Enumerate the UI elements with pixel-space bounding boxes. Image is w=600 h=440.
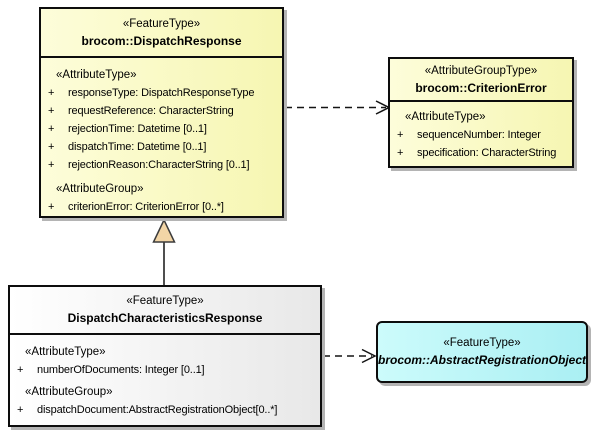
visibility-plus: + bbox=[397, 129, 404, 141]
visibility-plus: + bbox=[48, 159, 55, 171]
class-name: brocom::AbstractRegistrationObject bbox=[377, 353, 587, 367]
attribute-row: + numberOfDocuments: Integer [0..1] bbox=[15, 361, 318, 379]
visibility-plus: + bbox=[48, 123, 55, 135]
attribute-text: responseType: DispatchResponseType bbox=[68, 87, 255, 99]
class-header: «FeatureType» brocom::DispatchResponse bbox=[41, 9, 282, 58]
class-stereotype: «FeatureType» bbox=[126, 295, 204, 307]
attribute-text: sequenceNumber: Integer bbox=[417, 129, 541, 141]
attribute-section-heading: «AttributeType» bbox=[405, 111, 486, 123]
class-name: DispatchCharacteristicsResponse bbox=[67, 311, 263, 325]
attribute-row: + specification: CharacterString bbox=[395, 144, 570, 162]
attribute-row: + rejectionTime: Datetime [0..1] bbox=[46, 120, 280, 138]
visibility-plus: + bbox=[17, 404, 24, 416]
attribute-row: + sequenceNumber: Integer bbox=[395, 126, 570, 144]
attribute-row: + responseType: DispatchResponseType bbox=[46, 84, 280, 102]
class-name: brocom::CriterionError bbox=[415, 80, 547, 95]
class-attributes: «AttributeType» + sequenceNumber: Intege… bbox=[390, 102, 572, 162]
visibility-plus: + bbox=[48, 105, 55, 117]
attribute-section-heading: «AttributeType» bbox=[25, 346, 106, 358]
attribute-text: rejectionReason:CharacterString [0..1] bbox=[68, 159, 250, 171]
class-header: «AttributeGroupType» brocom::CriterionEr… bbox=[390, 59, 572, 102]
dependency-arrow-abstract-registration-object bbox=[323, 348, 377, 364]
dependency-arrow-criterion-error bbox=[285, 100, 391, 115]
attribute-text: specification: CharacterString bbox=[417, 147, 557, 159]
class-name: brocom::DispatchResponse bbox=[81, 33, 242, 48]
class-header: «FeatureType» DispatchCharacteristicsRes… bbox=[10, 287, 320, 335]
class-dispatch-response: «FeatureType» brocom::DispatchResponse «… bbox=[39, 7, 284, 218]
class-dispatch-characteristics-response: «FeatureType» DispatchCharacteristicsRes… bbox=[8, 285, 322, 427]
class-attributes: «AttributeType» + responseType: Dispatch… bbox=[41, 58, 282, 216]
attribute-text: rejectionTime: Datetime [0..1] bbox=[68, 123, 207, 135]
attribute-section-heading: «AttributeGroup» bbox=[56, 183, 144, 195]
attribute-row: + requestReference: CharacterString bbox=[46, 102, 280, 120]
generalization-arrow bbox=[152, 218, 176, 291]
class-stereotype: «FeatureType» bbox=[122, 17, 201, 30]
attribute-text: dispatchDocument:AbstractRegistrationObj… bbox=[37, 404, 278, 416]
attribute-text: dispatchTime: Datetime [0..1] bbox=[68, 141, 207, 153]
attribute-section-heading: «AttributeType» bbox=[56, 69, 137, 81]
visibility-plus: + bbox=[48, 201, 55, 213]
class-abstract-registration-object: «FeatureType» brocom::AbstractRegistrati… bbox=[376, 321, 588, 383]
class-stereotype: «AttributeGroupType» bbox=[424, 64, 538, 77]
visibility-plus: + bbox=[48, 87, 55, 99]
attribute-text: numberOfDocuments: Integer [0..1] bbox=[37, 364, 205, 376]
visibility-plus: + bbox=[48, 141, 55, 153]
attribute-section-heading: «AttributeGroup» bbox=[25, 386, 113, 398]
attribute-row: + dispatchTime: Datetime [0..1] bbox=[46, 138, 280, 156]
attribute-text: requestReference: CharacterString bbox=[68, 105, 234, 117]
visibility-plus: + bbox=[397, 147, 404, 159]
attribute-text: criterionError: CriterionError [0..*] bbox=[68, 201, 224, 213]
generalization-triangle-icon bbox=[152, 218, 176, 243]
attribute-row: + criterionError: CriterionError [0..*] bbox=[46, 198, 280, 216]
attribute-row: + dispatchDocument:AbstractRegistrationO… bbox=[15, 401, 318, 419]
class-attributes: «AttributeType» + numberOfDocuments: Int… bbox=[10, 335, 320, 419]
class-criterion-error: «AttributeGroupType» brocom::CriterionEr… bbox=[388, 57, 574, 168]
attribute-row: + rejectionReason:CharacterString [0..1] bbox=[46, 156, 280, 174]
class-stereotype: «FeatureType» bbox=[443, 337, 521, 349]
visibility-plus: + bbox=[17, 364, 24, 376]
class-header: «FeatureType» brocom::AbstractRegistrati… bbox=[378, 323, 586, 381]
